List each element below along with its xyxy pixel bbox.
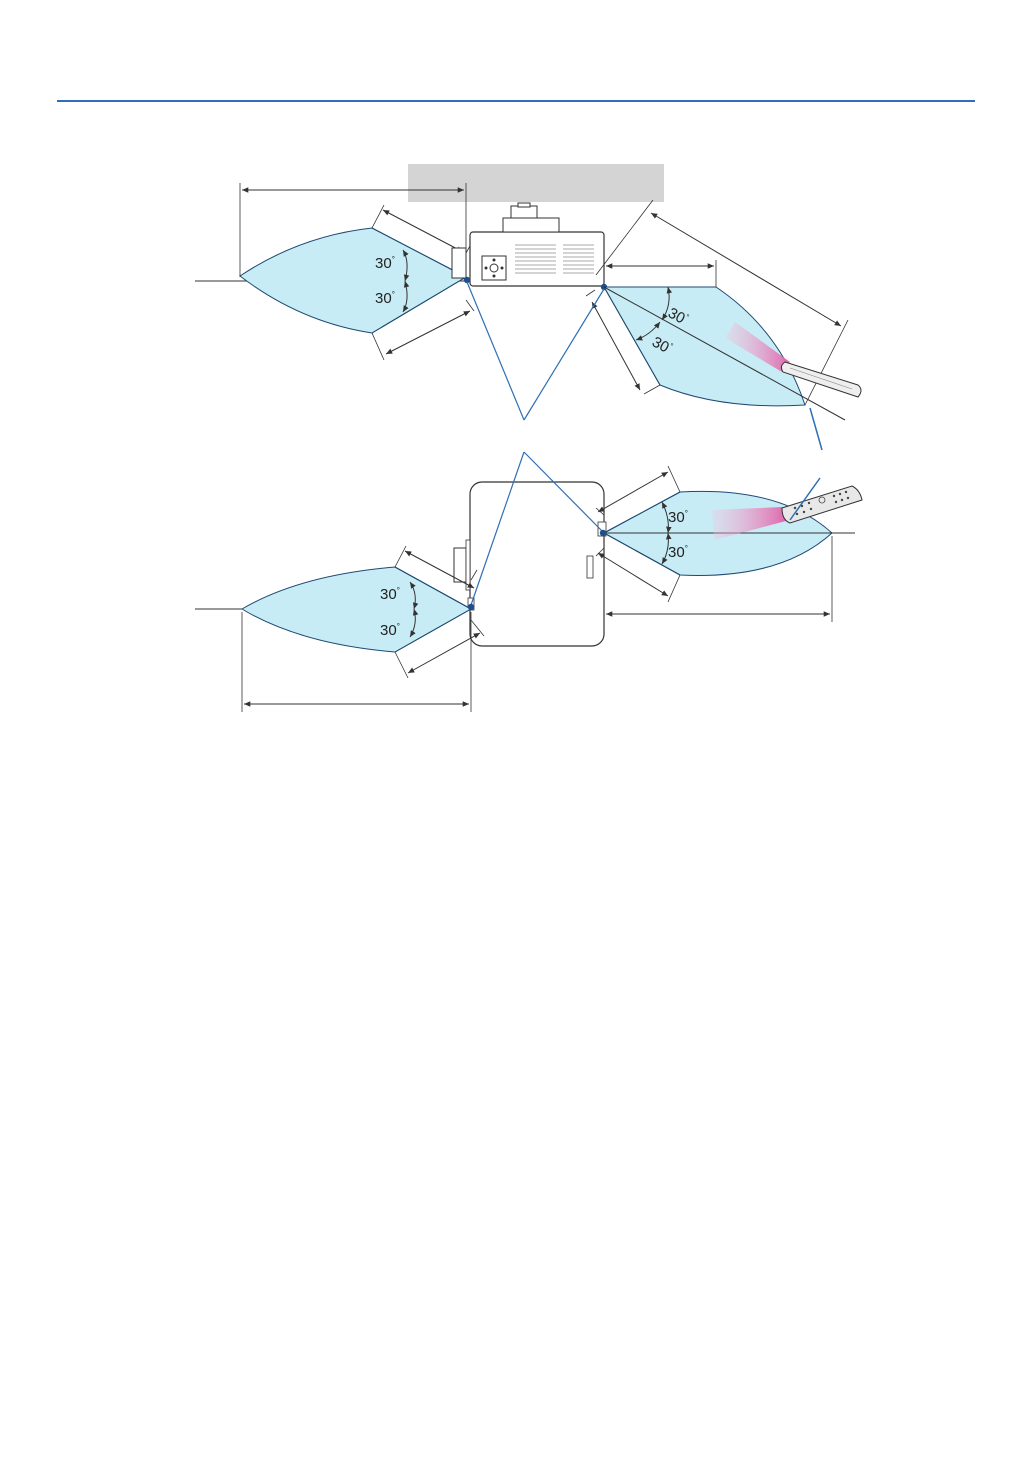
receive-zone-top-right — [604, 287, 805, 406]
projector-icon — [454, 482, 606, 646]
top-view: 30° 30° — [195, 164, 861, 450]
receive-zone-bottom-left — [242, 567, 471, 652]
callout-line — [467, 282, 524, 420]
remote-control-icon — [782, 486, 862, 523]
sensor-icon — [468, 604, 474, 610]
bottom-view: 30° 30° 30° 30° — [195, 452, 862, 712]
projector-icon — [452, 203, 604, 286]
callout-line — [524, 289, 604, 420]
label-bar — [408, 164, 664, 202]
callout-line — [810, 408, 822, 450]
receive-zone-top-left — [240, 228, 466, 333]
sensor-icon — [600, 530, 606, 536]
